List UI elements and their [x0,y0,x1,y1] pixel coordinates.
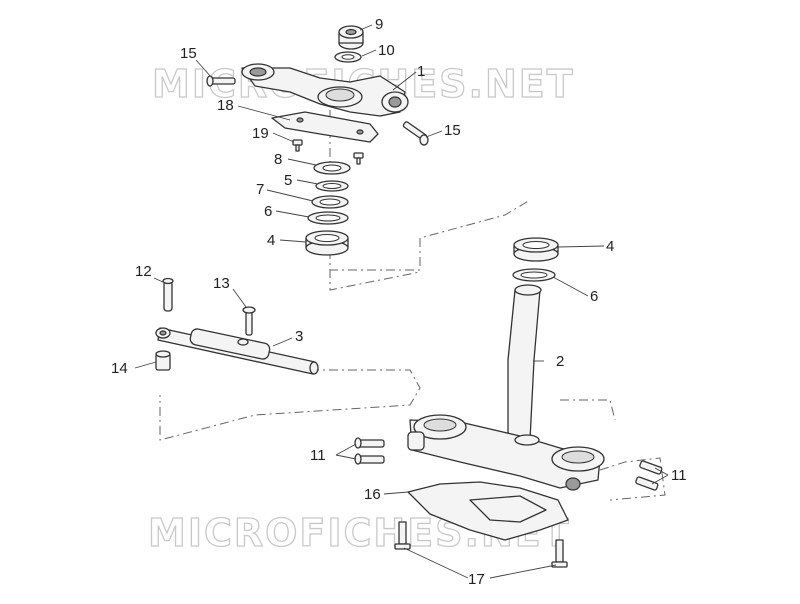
callout-16: 16 [364,486,381,503]
leader-lines [134,24,669,579]
callout-15-left: 15 [180,45,197,62]
callout-14: 14 [111,360,128,377]
part-4-bearing-upper [305,230,349,256]
part-11-bolts-left [354,437,385,465]
callout-7: 7 [256,181,264,198]
part-1-upper-triple-clamp [241,63,409,117]
assembly-line-upper-right [329,199,531,271]
callout-8: 8 [274,151,282,168]
part-19-screw-left [292,139,303,152]
callout-5: 5 [284,172,292,189]
callout-17: 17 [468,571,485,588]
part-17-screw-left [394,521,411,550]
part-5-spacer [315,180,349,192]
part-13-bolt [242,306,256,336]
part-9-stem-nut [338,25,364,50]
callout-11-right: 11 [671,467,687,484]
callout-3: 3 [295,328,303,345]
part-14-bushing [155,350,171,371]
assembly-line-upper-left [329,250,421,291]
callout-18: 18 [217,97,234,114]
assembly-line-right [599,457,666,501]
part-8-dust-seal [313,161,351,175]
part-2-lower-triple-clamp-stem [407,284,605,491]
callout-6-upper: 6 [264,203,272,220]
callout-15-right: 15 [444,122,461,139]
callout-1: 1 [417,63,425,80]
callout-11-left: 11 [310,447,326,464]
part-4-bearing-lower [513,237,559,262]
part-16-cover-plate [407,481,569,541]
part-6-ring-upper [307,211,349,225]
part-3-steering-damper [155,327,319,375]
callout-4-upper: 4 [267,232,275,249]
assembly-line-clamp [560,399,616,421]
callout-6-lower: 6 [590,288,598,305]
callout-9: 9 [375,16,383,33]
part-12-pin [162,277,174,312]
part-18-bracket-plate [271,111,379,143]
assembly-line-left [159,369,421,441]
part-15-bolt-right [402,121,429,146]
part-17-screw-right [551,539,568,568]
part-7-seal [311,195,349,209]
part-15-bolt-left [206,75,236,87]
part-6-ring-lower [512,268,556,282]
callout-4-lower: 4 [606,238,614,255]
callout-2: 2 [556,353,564,370]
callout-10: 10 [378,42,395,59]
callout-12: 12 [135,263,152,280]
part-19-screw-right [353,152,364,165]
part-11-bolts-right [635,460,663,491]
callout-19: 19 [252,125,269,142]
part-10-washer [334,51,362,63]
callout-13: 13 [213,275,230,292]
